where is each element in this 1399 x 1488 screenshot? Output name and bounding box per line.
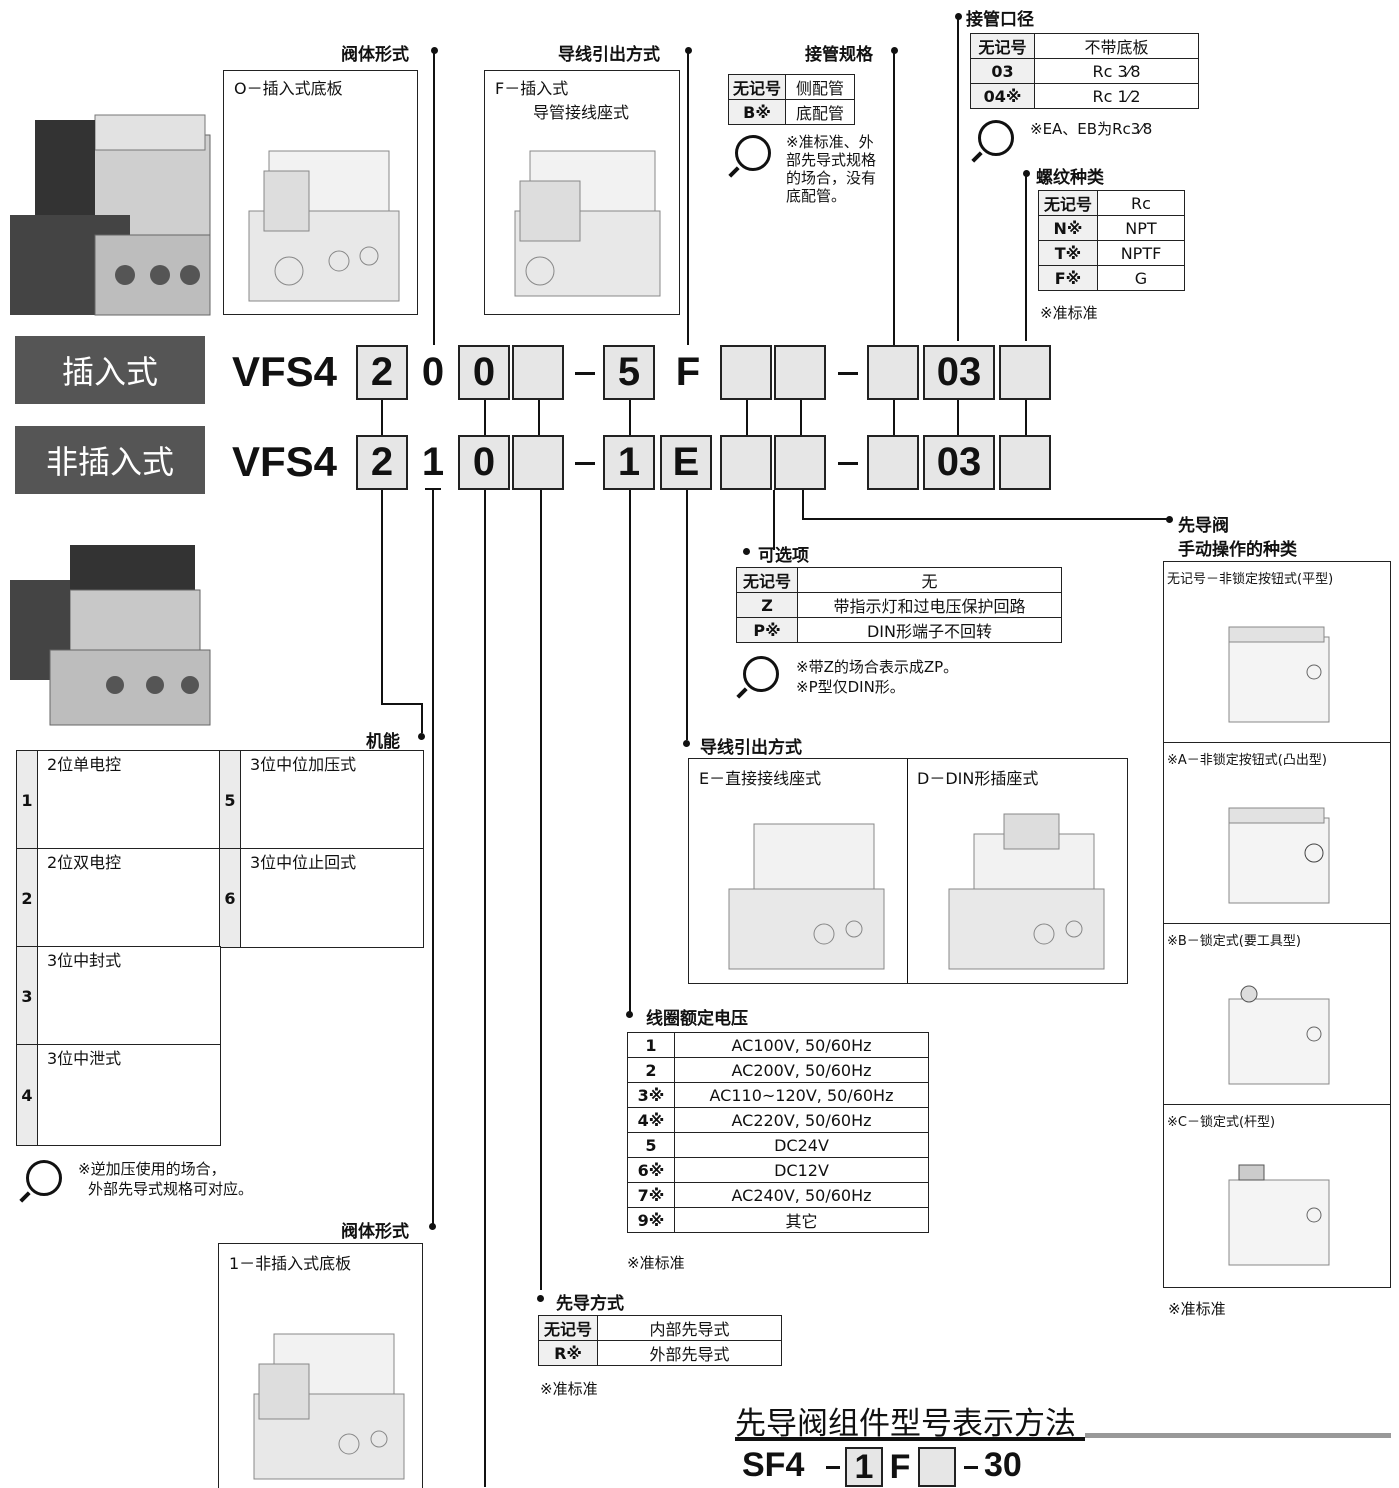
note-magnifier-icon (978, 120, 1014, 156)
row1-piping-cell (867, 345, 919, 400)
body-type-title-2: 阀体形式 (341, 1222, 409, 1242)
manual-title-1: 先导阀 (1178, 516, 1229, 536)
piping-title: 接管规格 (805, 45, 873, 65)
wire-f-box: F－插入式 导管接线座式 (484, 70, 680, 315)
manual-item-c: ※B－锁定式(要工具型) (1164, 924, 1390, 1105)
piping-table: 无记号侧配管 B※底配管 (727, 74, 856, 125)
assembly-code-prefix: SF4 (742, 1446, 805, 1484)
valve-o-drawing (248, 150, 400, 302)
body-type-title: 阀体形式 (341, 45, 409, 65)
manual-note: ※准标准 (1168, 1300, 1226, 1318)
row1-manual-cell (774, 345, 826, 400)
voltage-note: ※准标准 (627, 1254, 685, 1272)
row2-option-cell (720, 435, 772, 490)
row2-port-cell: 03 (923, 435, 995, 490)
port-size-title: 接管口径 (966, 10, 1034, 30)
assembly-title: 先导阀组件型号表示方法 (735, 1406, 1076, 1442)
assembly-code-cell-1: 1 (845, 1447, 883, 1487)
valve-e-drawing (728, 823, 885, 970)
thread-note: ※准标准 (1040, 304, 1098, 322)
wire-f-label2: 导管接线座式 (533, 103, 630, 122)
voltage-title: 线圈额定电压 (646, 1009, 748, 1029)
option-note-1: ※带Z的场合表示成ZP。 (796, 658, 959, 676)
option-title: 可选项 (758, 546, 809, 566)
manual-locking-tool-icon (1228, 985, 1330, 1085)
row1-option-cell (720, 345, 772, 400)
body-type-1-label: 1－非插入式底板 (229, 1254, 352, 1273)
manual-locking-lever-icon (1228, 1164, 1330, 1266)
valve-nonplugin-photo (10, 545, 211, 726)
piping-note: ※准标准、外部先导式规格的场合，没有底配管。 (786, 133, 877, 205)
assembly-code-suffix: 30 (984, 1446, 1022, 1484)
manual-button-raised-icon (1228, 807, 1330, 904)
body-type-1-box: 1－非插入式底板 (218, 1243, 423, 1488)
manual-item-a: 无记号－非锁定按钮式(平型) (1164, 562, 1390, 743)
body-type-o-label: O－插入式底板 (234, 79, 343, 98)
port-size-note: ※EA、EB为Rc3⁄8 (1030, 120, 1153, 138)
thread-title: 螺纹种类 (1036, 168, 1104, 188)
model-code-nonplugin: VFS4 (232, 438, 338, 485)
row2-body-cell: 1 (421, 440, 445, 484)
function-note-2: 外部先导式规格可对应。 (88, 1180, 254, 1198)
row2-pilot-cell: 0 (458, 435, 510, 490)
row2-function-cell: 2 (356, 435, 408, 490)
pilot-note: ※准标准 (540, 1380, 598, 1398)
wire-d-label: D－DIN形插座式 (917, 769, 1039, 788)
pilot-table: 无记号内部先导式 R※外部先导式 (538, 1315, 782, 1366)
manual-title-2: 手动操作的种类 (1178, 540, 1297, 560)
assembly-code-f: F (889, 1447, 911, 1486)
manual-box: 无记号－非锁定按钮式(平型) ※A－非锁定按钮式(凸出型) ※B－锁定式(要工具… (1163, 561, 1391, 1288)
manual-item-b: ※A－非锁定按钮式(凸出型) (1164, 743, 1390, 924)
row2-thread-cell (999, 435, 1051, 490)
row1-voltage-cell: 5 (603, 345, 655, 400)
row1-wire-cell: F (675, 350, 701, 394)
row2-wire-cell: E (660, 435, 712, 490)
valve-d-drawing (948, 813, 1105, 970)
manual-item-d: ※C－锁定式(杆型) (1164, 1105, 1390, 1287)
note-magnifier-icon (735, 135, 771, 171)
nonplugin-label: 非插入式 (15, 426, 205, 494)
row2-piping-cell (867, 435, 919, 490)
wire-e-label: E－直接接线座式 (699, 769, 822, 788)
wire-f-label1: F－插入式 (495, 79, 569, 98)
function-title: 机能 (366, 732, 400, 752)
wire-ed-box: E－直接接线座式 D－DIN形插座式 (688, 758, 1128, 984)
function-note-1: ※逆加压使用的场合， (78, 1160, 226, 1178)
body-type-o-box: O－插入式底板 (223, 70, 418, 315)
note-magnifier-icon (26, 1160, 62, 1196)
pilot-title: 先导方式 (556, 1294, 624, 1314)
row1-pilot-cell: 0 (458, 345, 510, 400)
row1-port-cell: 03 (923, 345, 995, 400)
valve-1-drawing (253, 1333, 405, 1480)
manual-button-flat-icon (1228, 626, 1330, 723)
assembly-code-cell-blank (918, 1447, 956, 1487)
model-code-plugin: VFS4 (232, 348, 338, 395)
row2-manual-cell (774, 435, 826, 490)
row2-blank-cell (512, 435, 564, 490)
row1-blank-cell (512, 345, 564, 400)
row1-function-cell: 2 (356, 345, 408, 400)
row1-thread-cell (999, 345, 1051, 400)
valve-f-drawing (514, 150, 661, 297)
note-magnifier-icon (743, 656, 779, 692)
option-note-2: ※P型仅DIN形。 (796, 678, 905, 696)
valve-plugin-photo (10, 114, 211, 316)
row1-body-cell: 0 (421, 350, 445, 394)
row2-voltage-cell: 1 (603, 435, 655, 490)
wire-entry-title-2: 导线引出方式 (700, 738, 802, 758)
wire-entry-title: 导线引出方式 (558, 45, 660, 65)
plugin-label: 插入式 (15, 336, 205, 404)
